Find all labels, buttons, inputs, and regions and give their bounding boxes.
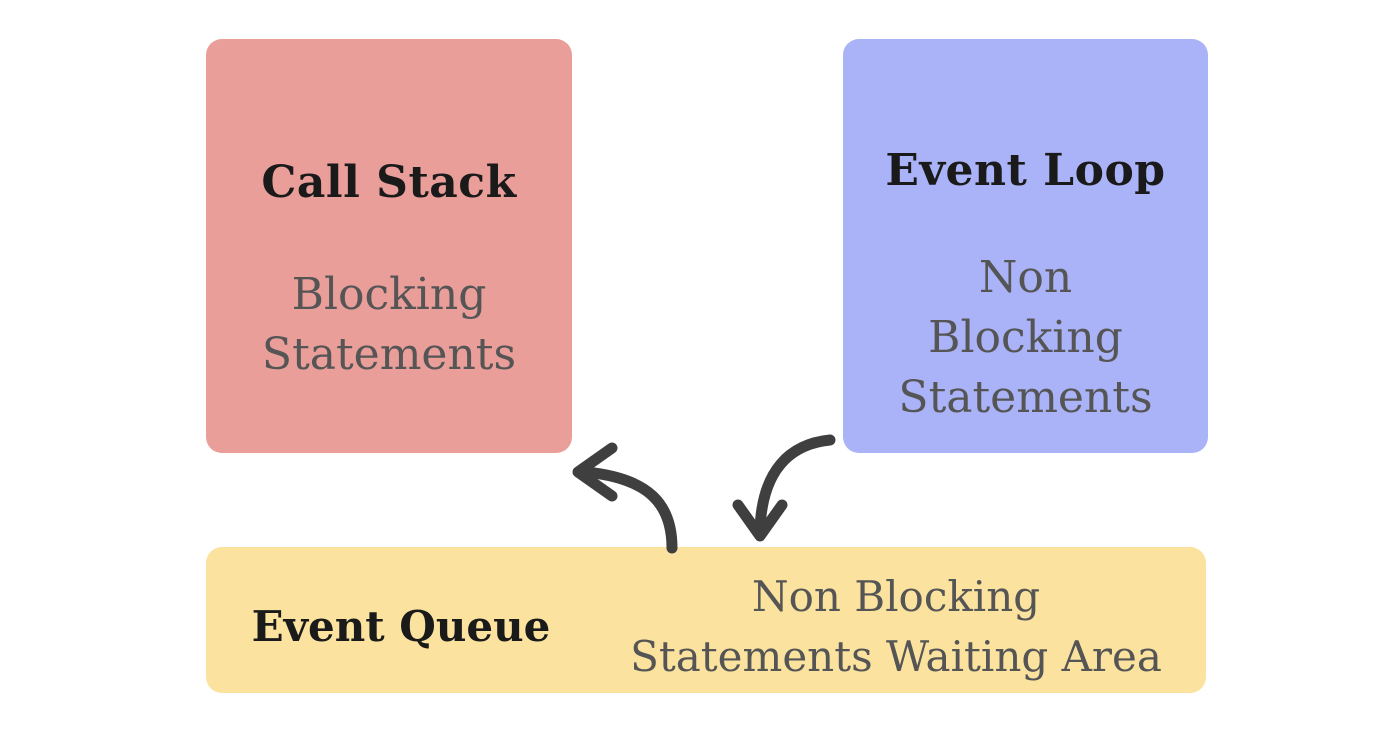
arrow-queue-to-stack: [572, 442, 678, 554]
call-stack-title: Call Stack: [261, 157, 517, 208]
event-queue-title: Event Queue: [251, 602, 551, 651]
event-queue-subtitle: Non Blocking Statements Waiting Area: [630, 572, 1162, 681]
arrow-loop-to-queue: [732, 434, 836, 542]
call-stack-subtitle: Blocking Statements: [261, 269, 517, 380]
event-loop-box: Event Loop Non Blocking Statements: [843, 39, 1208, 453]
call-stack-box: Call Stack Blocking Statements: [206, 39, 572, 453]
event-loop-title: Event Loop: [885, 145, 1166, 196]
event-queue-box: Event Queue Non Blocking Statements Wait…: [206, 547, 1206, 693]
event-loop-subtitle: Non Blocking Statements: [898, 252, 1153, 423]
